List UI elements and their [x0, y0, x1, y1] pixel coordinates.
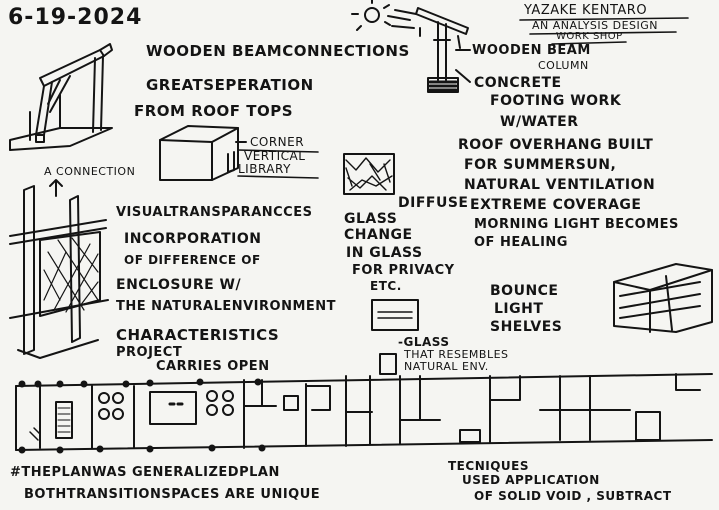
- note-natural-ventilation: NATURAL VENTILATION: [464, 177, 656, 193]
- note-footing-work: FOOTING WORK: [490, 93, 622, 109]
- note-of-healing: OF HEALING: [474, 235, 568, 250]
- note-in-glass: IN GLASS: [346, 245, 423, 261]
- author-name: YAZAKE KENTARO: [524, 3, 648, 18]
- note-plan-generalized: #THEPLANWAS GENERALIZEDPLAN: [10, 465, 280, 480]
- note-natural-env: NATURAL ENV.: [404, 360, 489, 373]
- note-etc: ETC.: [370, 279, 402, 293]
- note-of-difference-of: OF DIFFERENCE OF: [124, 253, 261, 267]
- light-shelves-sketch: [613, 263, 713, 333]
- glass-panel-sketch: [371, 299, 419, 375]
- note-project: PROJECT: [116, 345, 183, 360]
- note-for-summer-sun: FOR SUMMERSUN,: [464, 157, 617, 173]
- diffuse-glass-swatch: [343, 153, 395, 195]
- note-enclosure-w: ENCLOSURE W/: [116, 277, 242, 293]
- note-transition-spaces: BOTHTRANSITIONSPACES ARE UNIQUE: [24, 487, 321, 502]
- note-carries-open: CARRIES OPEN: [156, 359, 270, 374]
- underline-strokes: [237, 17, 689, 179]
- note-great-separation: GREATSEPERATION: [146, 76, 314, 94]
- workshop-title: AN ANALYSIS DESIGN: [532, 19, 659, 32]
- note-wooden-beam: WOODEN BEAM: [472, 43, 591, 58]
- note-incorporation: INCORPORATION: [124, 231, 262, 247]
- note-glass: GLASS: [344, 211, 398, 227]
- workshop-subtitle: WORK SHOP: [556, 31, 623, 42]
- note-techniques: TECNIQUES: [448, 459, 529, 473]
- note-a-connection: A CONNECTION: [44, 165, 136, 178]
- note-visual-transparencies: VISUALTRANSPARANCCES: [116, 205, 313, 220]
- note-characteristics: CHARACTERISTICS: [116, 326, 280, 344]
- note-w-water: W/WATER: [500, 114, 579, 130]
- sun-and-column-sketch: [351, 0, 471, 93]
- note-roof-overhang: ROOF OVERHANG BUILT: [458, 137, 654, 153]
- note-morning-light: MORNING LIGHT BECOMES: [474, 217, 679, 232]
- corner-library-sketch: [159, 125, 247, 181]
- note-used-application: USED APPLICATION: [462, 473, 600, 487]
- note-light: LIGHT: [494, 301, 544, 317]
- note-corner: CORNER: [250, 135, 305, 149]
- date-heading: 6-19-2024: [8, 5, 143, 30]
- note-library: LIBRARY: [238, 162, 291, 176]
- note-solid-void: OF SOLID VOID , SUBTRACT: [474, 489, 672, 503]
- note-natural-environment: THE NATURALENVIRONMENT: [116, 299, 337, 314]
- note-glass-that: -GLASS: [398, 335, 450, 349]
- note-from-roof-tops: FROM ROOF TOPS: [134, 102, 293, 120]
- lattice-elevation-sketch: [9, 179, 109, 359]
- floor-plan-sketch: [15, 373, 713, 454]
- beam-connection-sketch: [9, 43, 113, 151]
- note-bounce: BOUNCE: [490, 283, 559, 299]
- note-for-privacy: FOR PRIVACY: [352, 263, 455, 278]
- note-that-resembles: THAT RESEMBLES: [404, 348, 509, 361]
- note-shelves: SHELVES: [490, 319, 563, 335]
- note-column: COLUMN: [538, 59, 589, 72]
- note-vertical: VERTICAL: [244, 149, 306, 163]
- note-concrete: CONCRETE: [474, 75, 562, 91]
- note-extreme-coverage: EXTREME COVERAGE: [470, 197, 642, 213]
- note-change: CHANGE: [344, 227, 413, 243]
- note-wooden-beam-connections: WOODEN BEAMCONNECTIONS: [146, 42, 410, 60]
- note-diffuse: DIFFUSE: [398, 195, 469, 211]
